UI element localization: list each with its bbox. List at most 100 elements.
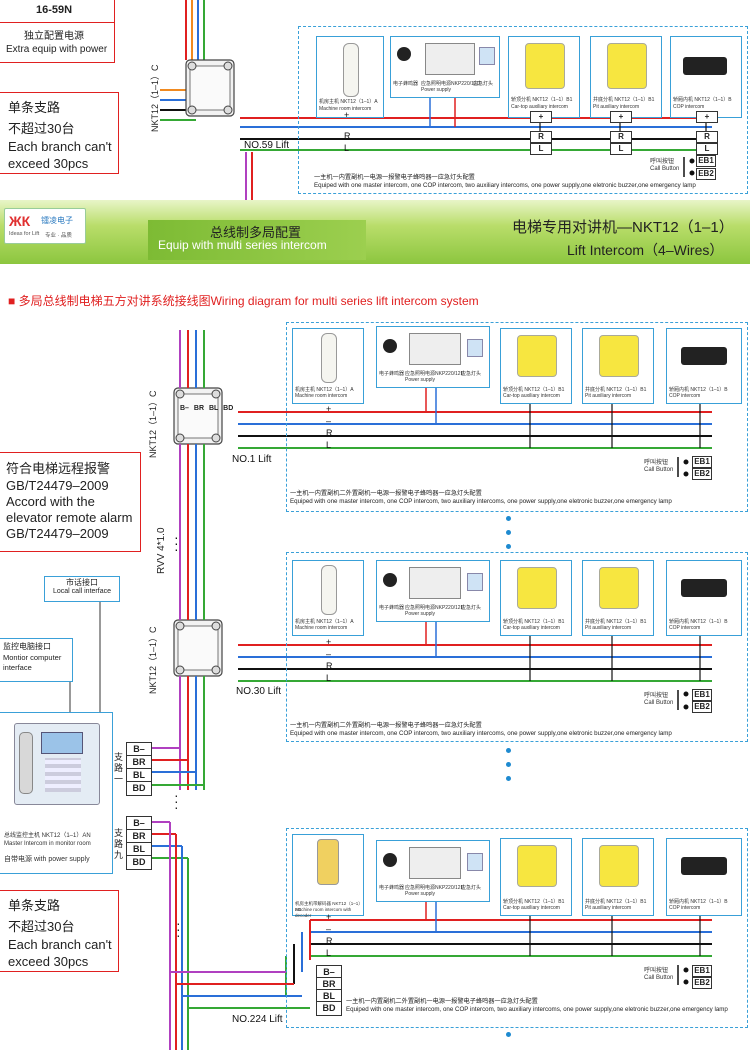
branch-limit-note-bottom: 单条支路 不超过30台 Each branch can't exceed 30p… <box>0 890 119 972</box>
term-r-59-2: R <box>610 131 632 143</box>
local-call-cn: 市话接口 <box>66 578 98 587</box>
master-en: Master Intercom in monitor room <box>4 841 91 847</box>
branch-limit-note-top: 单条支路 不超过30台 Each branch can't exceed 30p… <box>0 92 119 174</box>
pit-cn: 井底分机 NKT12（1–1）B1 <box>585 387 647 393</box>
power-en: Power supply <box>421 87 452 93</box>
lift-30-equipment-box <box>286 552 748 742</box>
continuation-dot <box>506 516 511 521</box>
call-button-en-224: Call Button <box>644 975 674 981</box>
lamp-icon <box>467 573 483 591</box>
machine-room-decoder-cn: 机房主机带解码器 NKT12（1–1）AC <box>295 901 363 912</box>
handset-icon <box>321 333 337 383</box>
lamp-cn: 应急灯头 <box>473 81 494 87</box>
car-top-card-59: 轿顶分机 NKT12（1–1）B1 Car-top auxiliary inte… <box>508 36 580 118</box>
continuation-dot <box>506 748 511 753</box>
master-power: 自带电源 with power supply <box>4 856 90 863</box>
lamp-icon <box>479 47 495 65</box>
logo-sub: Ideas for Lift <box>9 231 40 237</box>
equip-note-cn-59: 一主机一内置副机一电源一报警电子蜂鸣器一应急灯头配置 <box>314 174 475 181</box>
display-screen <box>41 732 83 754</box>
junction-label-1: NKT12（1–1）C <box>148 390 158 458</box>
call-button-en-59: Call Button <box>650 166 680 172</box>
car-top-card-30: 轿顶分机 NKT12（1–1）B1 Car-top auxiliary inte… <box>500 560 572 636</box>
alarm-note-l3: Accord with the <box>6 494 95 509</box>
call-button-cn-59: 呼叫按钮 <box>650 159 675 165</box>
branch-note-cn2: 不超过30台 <box>8 919 75 934</box>
power-cn: 应急照明电源NKP220/12D <box>405 885 465 891</box>
extra-power-box: 16-59N 独立配置电源 Extra equip with power <box>0 0 115 63</box>
cable-label: RVV 4*1.0 <box>156 527 167 574</box>
jb1-bl: BL <box>208 405 219 412</box>
pit-en: Pit auxiliary intercom <box>585 905 632 911</box>
handset-decoder-icon <box>317 839 339 885</box>
call-button-cn-30: 呼叫按钮 <box>644 693 669 699</box>
bus-bd-9: BD <box>126 855 152 870</box>
equip-note-en-30: Equiped with one master intercom, one CO… <box>290 730 672 737</box>
branch-one-label: 支路一 <box>114 752 124 784</box>
term-plus-59-3: + <box>696 111 718 123</box>
brand-logo: ЖК 镭凌电子 Ideas for Lift 专业 · 品质 <box>4 208 86 244</box>
machine-room-en: Machine room intercom <box>295 393 348 399</box>
banner-right-en: Lift Intercom（4–Wires） <box>567 242 724 258</box>
car-top-device-icon <box>517 567 557 609</box>
call-button-cn-1: 呼叫按钮 <box>644 460 669 466</box>
junction-label-59: NKT12（1–1）C <box>150 64 160 132</box>
pit-cn: 井底分机 NKT12（1–1）B1 <box>585 899 647 905</box>
lift-label-1: NO.1 Lift <box>232 454 272 465</box>
branch-note-cn: 单条支路 <box>8 100 61 115</box>
section-banner: ЖК 镭凌电子 Ideas for Lift 专业 · 品质 总线制多局配置 E… <box>0 200 750 264</box>
car-top-card-1: 轿顶分机 NKT12（1–1）B1 Car-top auxiliary inte… <box>500 328 572 404</box>
lift-1-equipment-box <box>286 322 748 512</box>
eb1-1: EB1 <box>692 456 712 468</box>
lift-label-224: NO.224 Lift <box>232 1014 283 1025</box>
cop-device-icon <box>683 57 727 75</box>
lamp-icon <box>467 339 483 357</box>
continuation-dot <box>506 530 511 535</box>
eb2-59: EB2 <box>696 168 716 180</box>
term-plus-59-2: + <box>610 111 632 123</box>
branch-nine-label: 支路九 <box>114 828 124 860</box>
junction-box-1 <box>173 387 223 445</box>
pit-device-icon <box>599 567 639 609</box>
bus-bd-224: BD <box>316 1001 342 1016</box>
pit-device-icon <box>607 43 647 89</box>
wire-label-r-224: R <box>326 936 333 946</box>
call-button-cn-224: 呼叫按钮 <box>644 968 669 974</box>
pit-device-icon <box>599 845 639 887</box>
car-top-en: Car-top auxiliary intercom <box>503 393 560 399</box>
power-supply-icon <box>409 567 461 599</box>
power-cn: 应急照明电源NKP220/12D <box>421 81 481 87</box>
car-top-en: Car-top auxiliary intercom <box>503 905 560 911</box>
call-button-symbols <box>677 157 695 985</box>
jb1-b: B– <box>180 405 189 412</box>
car-top-device-icon <box>517 335 557 377</box>
machine-room-cn: 机房主机 NKT12（1–1）A <box>319 99 378 105</box>
cop-cn: 轿厢内机 NKT12（1–1）B <box>669 899 728 905</box>
machine-room-decoder-card-224: 机房主机带解码器 NKT12（1–1）AC Machine room inter… <box>292 834 364 918</box>
lamp-cn: 应急灯头 <box>461 371 482 377</box>
continuation-dot <box>506 1032 511 1037</box>
pit-en: Pit auxiliary intercom <box>585 393 632 399</box>
machine-room-card-1: 机房主机 NKT12（1–1）A Machine room intercom <box>292 328 364 404</box>
machine-room-card-30: 机房主机 NKT12（1–1）A Machine room intercom <box>292 560 364 636</box>
machine-room-en: Machine room intercom <box>319 106 372 112</box>
logo-cn: 镭凌电子 <box>41 216 73 225</box>
cop-en: COP intercom <box>669 393 701 399</box>
power-cn: 应急照明电源NKP220/12D <box>405 605 465 611</box>
banner-center-en: Equip with multi series intercom <box>158 238 327 252</box>
term-plus-59-1: + <box>530 111 552 123</box>
equip-note-cn-30: 一主机一内置副机二外置副机一电源一报警电子蜂鸣器一应急灯头配置 <box>290 722 482 729</box>
top-diagram-wires <box>160 0 712 200</box>
eb2-30: EB2 <box>692 701 712 713</box>
lamp-cn: 应急灯头 <box>461 605 482 611</box>
local-call-en: Local call interface <box>53 588 111 595</box>
car-top-device-icon <box>525 43 565 89</box>
wire-label-r-59: R <box>344 131 351 141</box>
car-top-en: Car-top auxiliary intercom <box>511 104 568 110</box>
eb2-1: EB2 <box>692 468 712 480</box>
continuation-dot <box>506 762 511 767</box>
cop-cn: 轿厢内机 NKT12（1–1）B <box>669 619 728 625</box>
power-supply-icon <box>425 43 475 75</box>
monitor-pc-cn: 监控电脑接口 <box>3 642 51 651</box>
